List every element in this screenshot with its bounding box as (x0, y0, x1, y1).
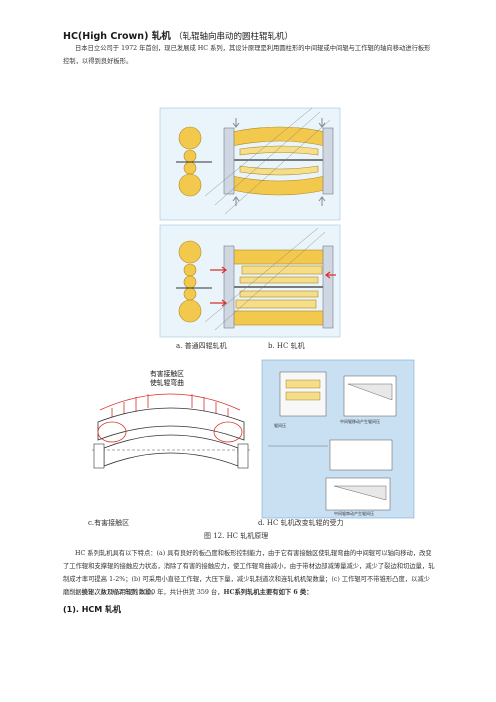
caption-b: b. HC 轧机 (268, 342, 305, 350)
caption-c: c.有害接触区 (88, 519, 130, 527)
callout-harmful-contact: 有害接触区 使轧辊弯曲 (150, 370, 184, 387)
diagram-harmful-contact (92, 393, 250, 469)
diagram-upper (159, 107, 341, 221)
features-paragraph: HC 系列轧机具有以下特点：(a) 具有良好的板凸度和板形控制能力，由于它有害接… (63, 550, 435, 596)
intro-paragraph: 日本日立公司于 1972 年首创，现已发展成 HC 系列，其设计原理是利用圆柱形… (63, 45, 431, 65)
inset-label-1: 辊间压 (274, 423, 286, 428)
page-title: HC(High Crown) 轧机 （轧辊轴向串动的圆柱辊轧机） (63, 28, 293, 42)
statistics-bold: HC系列轧机主要有如下 6 类： (223, 589, 313, 596)
caption-a: a. 普通四辊轧机 (176, 342, 227, 350)
diagram-force-change (261, 359, 415, 519)
title-sub: （轧辊轴向串动的圆柱辊轧机） (174, 32, 294, 42)
statistics-text: 据统计，从1972 年到 2000 年，共计供货 359 台， (75, 589, 224, 596)
title-main: HC(High Crown) 轧机 (63, 31, 171, 42)
section-heading-hcm: (1). HCM 轧机 (63, 605, 122, 614)
statistics-paragraph: 据统计，从1972 年到 2000 年，共计供货 359 台，HC系列轧机主要有… (63, 586, 435, 599)
inset-label-2: 中间辊移动产生辊间压 (340, 419, 380, 424)
figure-caption: 图 12. HC 轧机原理 (204, 532, 269, 540)
caption-d: d. HC 轧机改变轧辊的受力 (258, 519, 344, 527)
diagram-lower (159, 224, 341, 338)
inset-label-3: 中间辊串动产生辊间压 (334, 511, 374, 516)
